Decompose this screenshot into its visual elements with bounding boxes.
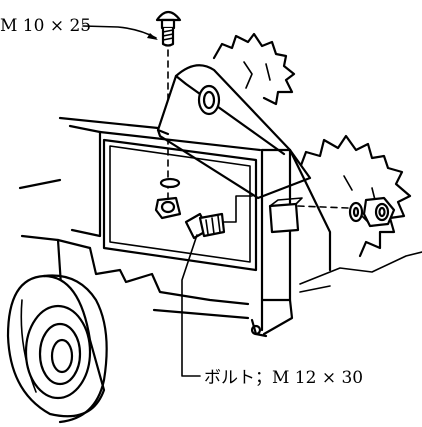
spacer-block xyxy=(268,197,303,234)
tire xyxy=(6,274,108,424)
machine-frame xyxy=(18,116,422,320)
carriage-bolt-m10 xyxy=(155,10,182,47)
leader-arrowhead-top xyxy=(147,33,158,40)
mounting-bracket xyxy=(156,64,312,200)
leader-line-bottom xyxy=(181,234,201,377)
washer-and-nut-m12 xyxy=(348,196,396,228)
gear-teeth-upper xyxy=(212,32,296,106)
washer-and-nut-m10 xyxy=(154,177,182,220)
bracket-post xyxy=(250,148,332,338)
side-panel xyxy=(102,138,258,272)
bolt-axis-line xyxy=(297,205,349,209)
callout-bolt-m10: M 10 × 25 xyxy=(0,16,92,36)
callout-bolt-m12: ボルト；M 12 × 30 xyxy=(204,368,364,388)
leader-line-top xyxy=(82,25,157,39)
bolt-m12 xyxy=(184,195,253,240)
gear-teeth-lower xyxy=(298,134,412,258)
